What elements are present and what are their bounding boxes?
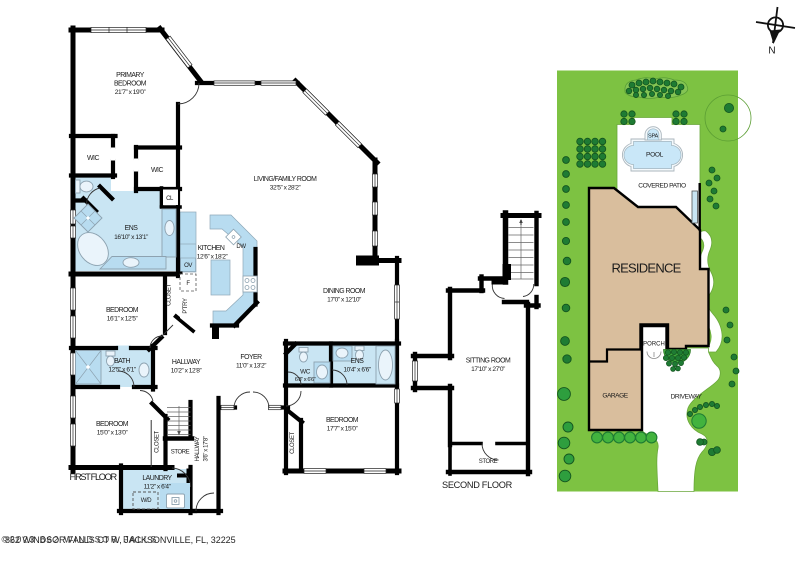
svg-text:PORCH: PORCH	[643, 342, 665, 348]
svg-text:N: N	[768, 46, 775, 57]
svg-text:STORE: STORE	[479, 459, 498, 465]
svg-text:PRIMARY: PRIMARY	[116, 72, 145, 79]
svg-text:CL: CL	[166, 196, 174, 202]
svg-text:11’0” x 13’2”: 11’0” x 13’2”	[236, 363, 266, 370]
svg-text:GARAGE: GARAGE	[602, 393, 628, 400]
svg-text:SPA: SPA	[648, 133, 658, 139]
svg-text:COVERED PATIO: COVERED PATIO	[638, 183, 686, 190]
svg-text:DRIVEWAY: DRIVEWAY	[671, 394, 703, 401]
svg-text:WIC: WIC	[87, 155, 99, 162]
svg-text:POOL: POOL	[646, 151, 664, 158]
svg-text:ENS: ENS	[351, 358, 365, 365]
svg-text:STORE: STORE	[171, 450, 190, 456]
svg-text:KITCHEN: KITCHEN	[198, 245, 225, 252]
svg-text:SITTING ROOM: SITTING ROOM	[466, 358, 511, 365]
svg-text:WC: WC	[300, 369, 311, 376]
svg-text:FIRST FLOOR: FIRST FLOOR	[70, 472, 118, 482]
svg-text:16’10” x 13’1”: 16’10” x 13’1”	[114, 234, 148, 241]
svg-text:FOYER: FOYER	[240, 354, 262, 361]
svg-text:32’5” x 28’2”: 32’5” x 28’2”	[270, 185, 301, 192]
svg-text:15’0” x 13’0”: 15’0” x 13’0”	[97, 430, 128, 437]
svg-text:CLOSET: CLOSET	[290, 431, 296, 453]
svg-text:CLOSET: CLOSET	[155, 430, 161, 452]
svg-text:DW: DW	[236, 244, 246, 250]
svg-text:3’6” x 17’8”: 3’6” x 17’8”	[204, 436, 210, 461]
svg-text:BEDROOM: BEDROOM	[326, 417, 359, 424]
svg-text:21’7” x 19’0”: 21’7” x 19’0”	[115, 89, 146, 96]
svg-text:862 WINDSOR FALLS CT W, JACKSO: 862 WINDSOR FALLS CT W, JACKSONVILLE, FL…	[5, 535, 236, 545]
svg-text:DINING ROOM: DINING ROOM	[323, 288, 366, 295]
svg-text:WIC: WIC	[151, 167, 163, 174]
svg-text:10’4” x 6’6”: 10’4” x 6’6”	[343, 367, 370, 374]
svg-text:RESIDENCE: RESIDENCE	[611, 261, 681, 276]
svg-text:12’5” x 6’1”: 12’5” x 6’1”	[108, 367, 135, 374]
svg-text:©2023 862 WINDSOR FALLS: ©2023 862 WINDSOR FALLS	[2, 535, 159, 545]
svg-text:CLOSET: CLOSET	[167, 283, 173, 305]
svg-text:17’7” x 15’0”: 17’7” x 15’0”	[327, 426, 358, 433]
svg-text:BEDROOM: BEDROOM	[106, 307, 139, 314]
svg-text:11’2” x 6’4”: 11’2” x 6’4”	[144, 484, 171, 491]
svg-text:6’8” x 6’6”: 6’8” x 6’6”	[295, 377, 316, 383]
svg-text:17’0” x 12’10”: 17’0” x 12’10”	[327, 297, 361, 304]
svg-text:LAUNDRY: LAUNDRY	[142, 475, 172, 482]
svg-text:SECOND FLOOR: SECOND FLOOR	[442, 480, 513, 490]
svg-text:HALLWAY: HALLWAY	[195, 436, 201, 461]
svg-text:BEDROOM: BEDROOM	[96, 421, 129, 428]
svg-text:BEDROOM: BEDROOM	[114, 81, 147, 88]
svg-text:17’10” x 27’0”: 17’10” x 27’0”	[471, 366, 505, 373]
svg-text:LIVING/FAMILY ROOM: LIVING/FAMILY ROOM	[254, 176, 317, 183]
svg-text:BATH: BATH	[114, 358, 130, 365]
svg-text:OV: OV	[184, 263, 192, 269]
svg-text:HALLWAY: HALLWAY	[172, 359, 201, 366]
svg-text:10’2” x 12’8”: 10’2” x 12’8”	[171, 368, 202, 375]
svg-text:P’TRY: P’TRY	[183, 298, 189, 314]
svg-text:ENS: ENS	[125, 225, 139, 232]
svg-text:W/D: W/D	[141, 498, 153, 504]
svg-text:12’6” x 18’2”: 12’6” x 18’2”	[197, 254, 228, 261]
svg-text:16’1” x 12’5”: 16’1” x 12’5”	[107, 316, 138, 323]
svg-text:F: F	[186, 281, 190, 287]
